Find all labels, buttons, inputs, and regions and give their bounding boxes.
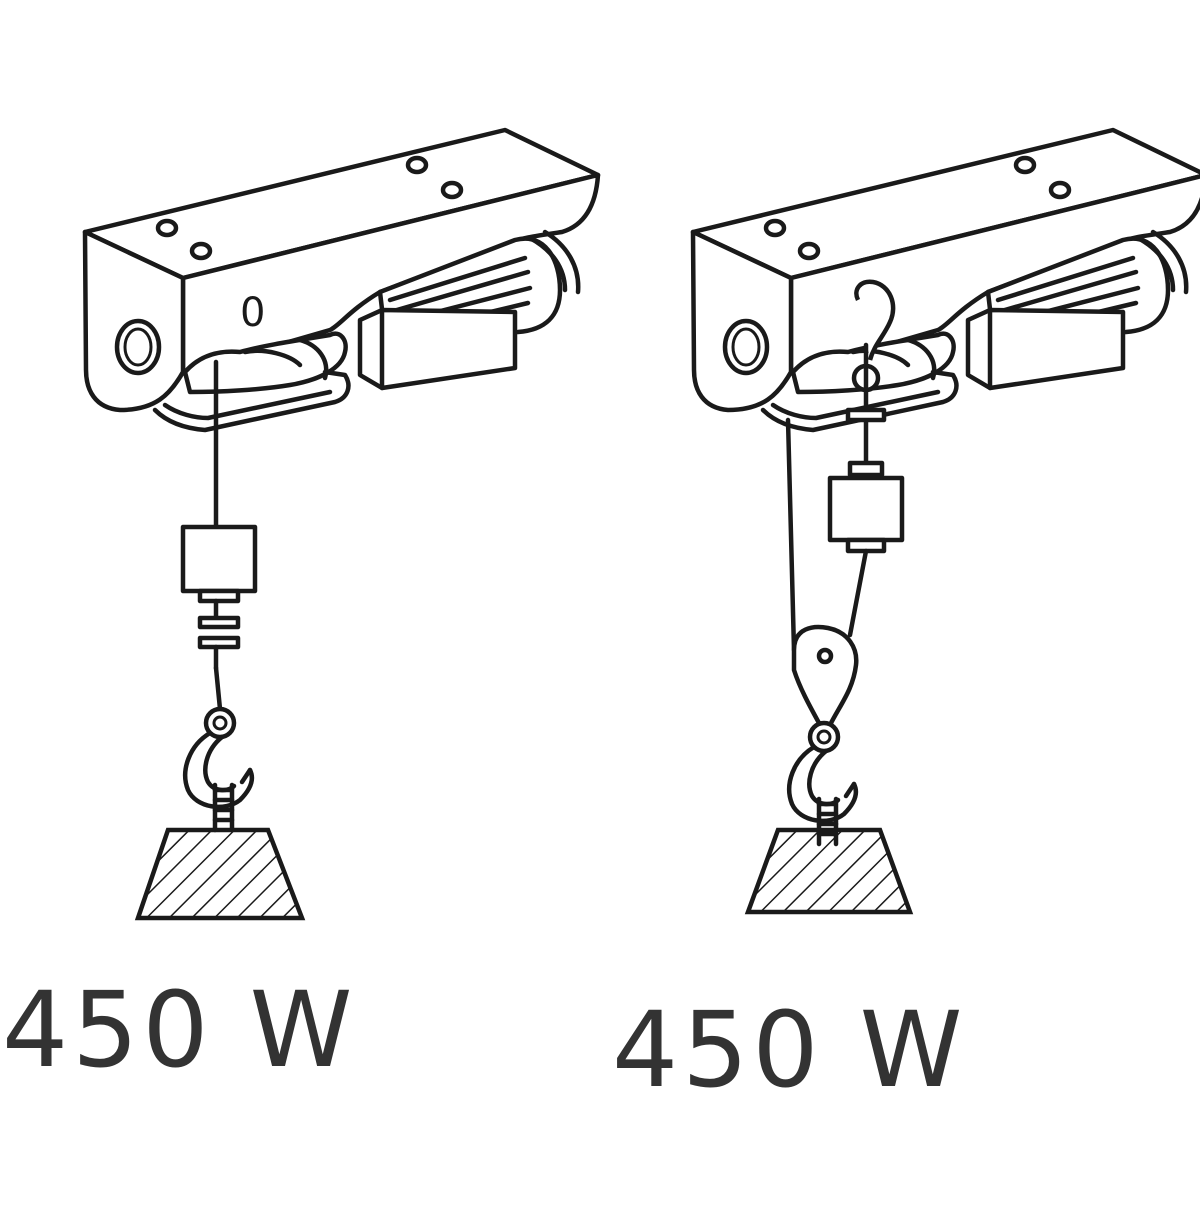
- rope-right-a: [847, 548, 869, 638]
- hoist-marking: 0: [240, 290, 265, 336]
- limiter-block-right: [827, 475, 905, 543]
- weight-right: [744, 827, 914, 915]
- pulley: [791, 624, 859, 743]
- hoist-left: 0: [85, 130, 598, 921]
- hook-left: [185, 709, 252, 830]
- caption-right: 450 W: [612, 989, 967, 1111]
- hoist-body-left: [85, 130, 598, 430]
- hook-right: [789, 723, 856, 844]
- hoist-body-right: [693, 130, 1200, 430]
- hoist-right: [693, 130, 1200, 915]
- rope-right-b: [785, 417, 797, 653]
- limiter-block-left: [180, 524, 258, 594]
- anchor-hook: [854, 279, 896, 361]
- caption-left: 450 W: [2, 969, 357, 1091]
- weight-left: [134, 827, 306, 921]
